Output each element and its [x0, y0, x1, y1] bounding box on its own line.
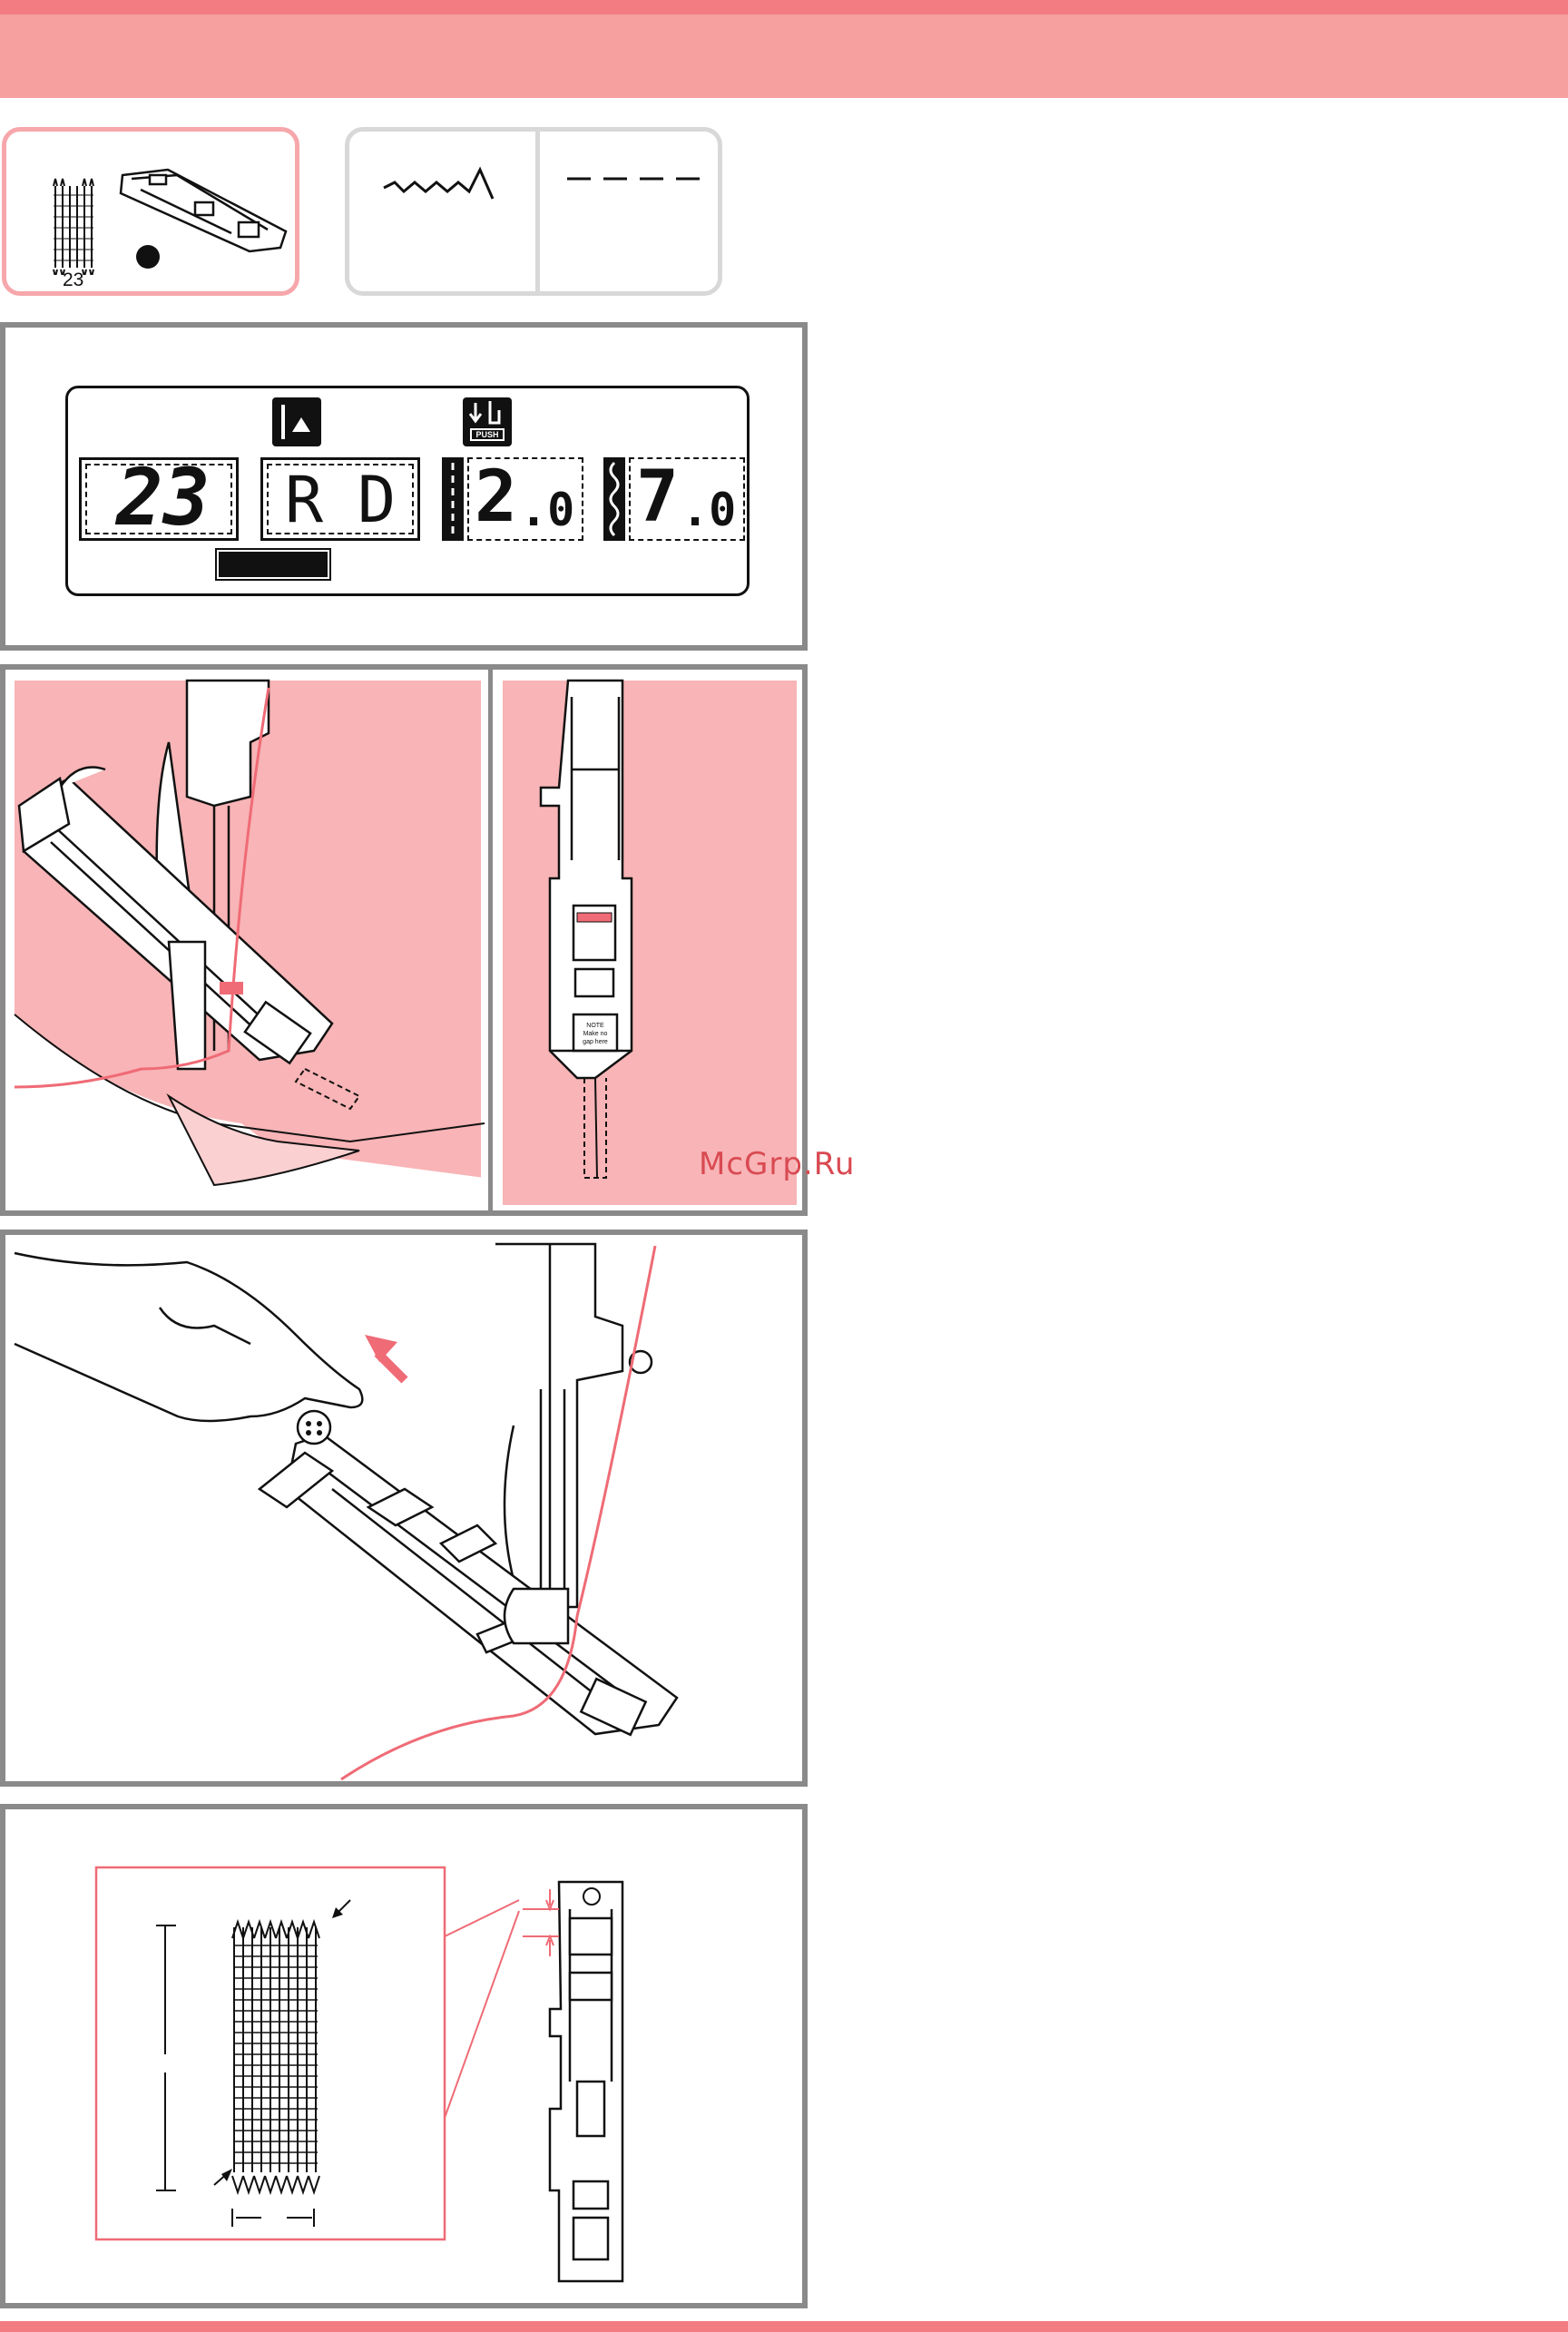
panel-divider — [488, 670, 493, 1210]
foot-perspective-illustration — [5, 670, 486, 1210]
buttonhole-stitch-icon — [52, 168, 99, 275]
lcd-black-bar — [215, 548, 331, 581]
note-label-line2: gap here — [583, 1039, 608, 1045]
length-indicator — [603, 457, 625, 541]
length-digit: 7 — [636, 456, 679, 539]
buttonhole-lever-icon: PUSH — [463, 397, 512, 446]
stitch-length-window: 7 .0 — [603, 457, 745, 541]
foot-topview-illustration: NOTE Make no gap here — [495, 670, 804, 1210]
buttonhole-size-diagram — [5, 1809, 804, 2305]
foot-on-fabric-panel: NOTE Make no gap here — [0, 664, 808, 1216]
header-bar — [0, 0, 1568, 98]
straight-stitch-icon — [565, 171, 701, 186]
foot-code-letter-2: D — [358, 458, 396, 542]
lever-down-icon — [463, 397, 512, 428]
note-label-line1: Make no — [583, 1031, 608, 1037]
stitch-box-divider — [535, 132, 540, 291]
buttonhole-diagram-panel — [0, 1804, 808, 2308]
lcd-display: PUSH 23 R D 2 .0 7 .0 — [65, 386, 750, 596]
pattern-number-digits: 23 — [116, 456, 211, 540]
presser-foot-box: 23 — [2, 127, 299, 296]
foot-code-window: R D — [260, 457, 420, 541]
zigzag-stitch-icon — [382, 161, 509, 206]
watermark-text: McGrp.Ru — [699, 1146, 855, 1182]
needle-up-icon — [272, 397, 321, 446]
width-decimal: .0 — [520, 474, 574, 546]
footer-bar — [0, 2321, 1568, 2332]
width-digit: 2 — [475, 456, 517, 539]
length-decimal: .0 — [681, 474, 736, 546]
push-label: PUSH — [470, 428, 505, 441]
header-stripe — [0, 0, 1568, 15]
width-indicator — [442, 457, 464, 541]
buttonhole-foot-icon — [113, 157, 295, 275]
pattern-number-window: 23 — [79, 457, 239, 541]
button-insert-illustration — [5, 1235, 804, 1781]
note-label-title: NOTE — [586, 1023, 604, 1029]
stitch-setting-box — [345, 127, 722, 296]
foot-code-letter: R — [285, 458, 323, 542]
lcd-panel: PUSH 23 R D 2 .0 7 .0 — [0, 322, 808, 651]
stitch-width-window: 2 .0 — [442, 457, 583, 541]
button-holder-panel — [0, 1230, 808, 1787]
